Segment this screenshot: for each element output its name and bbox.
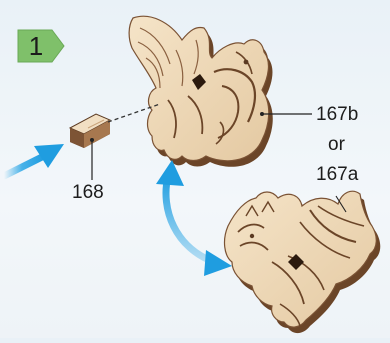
swap-arrow: [156, 160, 232, 276]
label-167a: 167a: [316, 164, 358, 186]
dragon-piece-upper: [129, 16, 273, 167]
dragon-piece-lower: [225, 191, 381, 333]
label-or: or: [328, 134, 345, 156]
step-number: 1: [18, 28, 54, 64]
connector-piece: [70, 114, 110, 148]
label-168: 168: [72, 182, 104, 204]
label-167b: 167b: [316, 104, 358, 126]
insert-arrow: [4, 144, 64, 176]
